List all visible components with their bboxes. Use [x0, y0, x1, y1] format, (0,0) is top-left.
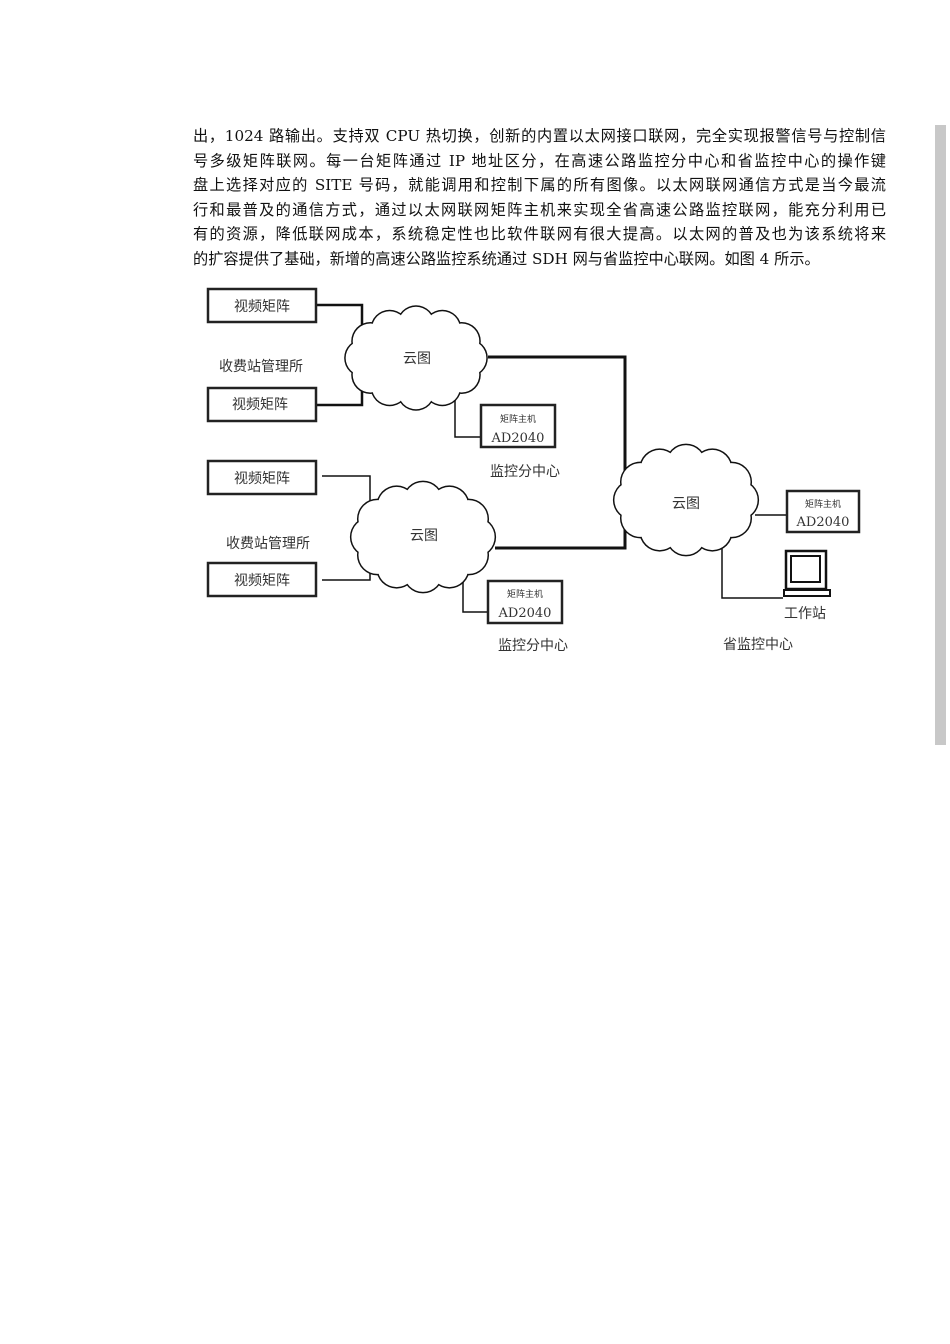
matrix-host-label: 矩阵主机 [507, 588, 543, 600]
link [454, 400, 480, 438]
province-center-label: 省监控中心 [723, 637, 793, 653]
scrollbar[interactable] [935, 125, 946, 745]
network-diagram: 视频矩阵 视频矩阵 视频矩阵 视频矩阵 收费站管理所 收费站管理所 云图 云图 … [206, 287, 861, 654]
video-matrix-box [206, 459, 318, 496]
video-matrix-box [206, 287, 318, 324]
link [462, 580, 487, 613]
body-paragraph: 出，1024 路输出。支持双 CPU 热切换，创新的内置以太网接口联网，完全实现… [193, 124, 886, 272]
paragraph-line: 有的资源，降低联网成本，系统稳定性也比软件联网有很大提高。以太网的普及也为该系统… [193, 225, 886, 244]
workstation-label: 工作站 [784, 606, 826, 622]
matrix-host-label: 矩阵主机 [500, 413, 536, 425]
model-label: AD2040 [796, 515, 850, 530]
sub-center-label: 监控分中心 [498, 638, 568, 654]
paragraph-line: 盘上选择对应的 SITE 号码，就能调用和控制下属的所有图像。以太网联网通信方式… [193, 176, 886, 195]
model-label: AD2040 [491, 431, 545, 446]
video-matrix-box [206, 561, 318, 598]
cloud-label: 云图 [403, 351, 431, 367]
trunk-link [488, 355, 627, 550]
matrix-host-box [785, 489, 861, 534]
toll-station-label: 收费站管理所 [219, 359, 303, 375]
paragraph-line: 的扩容提供了基础，新增的高速公路监控系统通过 SDH 网与省监控中心联网。如图 … [193, 249, 820, 268]
link [322, 475, 371, 502]
paragraph-line: 行和最普及的通信方式，通过以太网联网矩阵主机来实现全省高速公路监控联网，能充分利… [193, 200, 886, 219]
cloud-label: 云图 [672, 496, 700, 512]
paragraph-line: 号多级矩阵联网。每一台矩阵通过 IP 地址区分，在高速公路监控分中心和省监控中心… [193, 151, 886, 170]
sub-center-label: 监控分中心 [490, 464, 560, 480]
video-matrix-label: 视频矩阵 [234, 299, 290, 315]
cloud-label: 云图 [410, 528, 438, 544]
video-matrix-box [206, 386, 318, 423]
paragraph-line: 出，1024 路输出。支持双 CPU 热切换，创新的内置以太网接口联网，完全实现… [193, 127, 886, 145]
cloud-shape [344, 305, 488, 411]
computer-icon [783, 549, 831, 597]
video-matrix-label: 视频矩阵 [234, 573, 290, 589]
link [721, 540, 783, 599]
video-matrix-label: 视频矩阵 [234, 471, 290, 487]
cloud-shape [612, 443, 760, 557]
video-matrix-label: 视频矩阵 [232, 397, 288, 413]
matrix-host-label: 矩阵主机 [805, 498, 841, 510]
matrix-host-box [479, 403, 557, 449]
matrix-host-box [486, 579, 564, 625]
cloud-shape [349, 480, 497, 594]
link [316, 385, 364, 407]
toll-station-label: 收费站管理所 [226, 536, 310, 552]
model-label: AD2040 [498, 606, 552, 621]
